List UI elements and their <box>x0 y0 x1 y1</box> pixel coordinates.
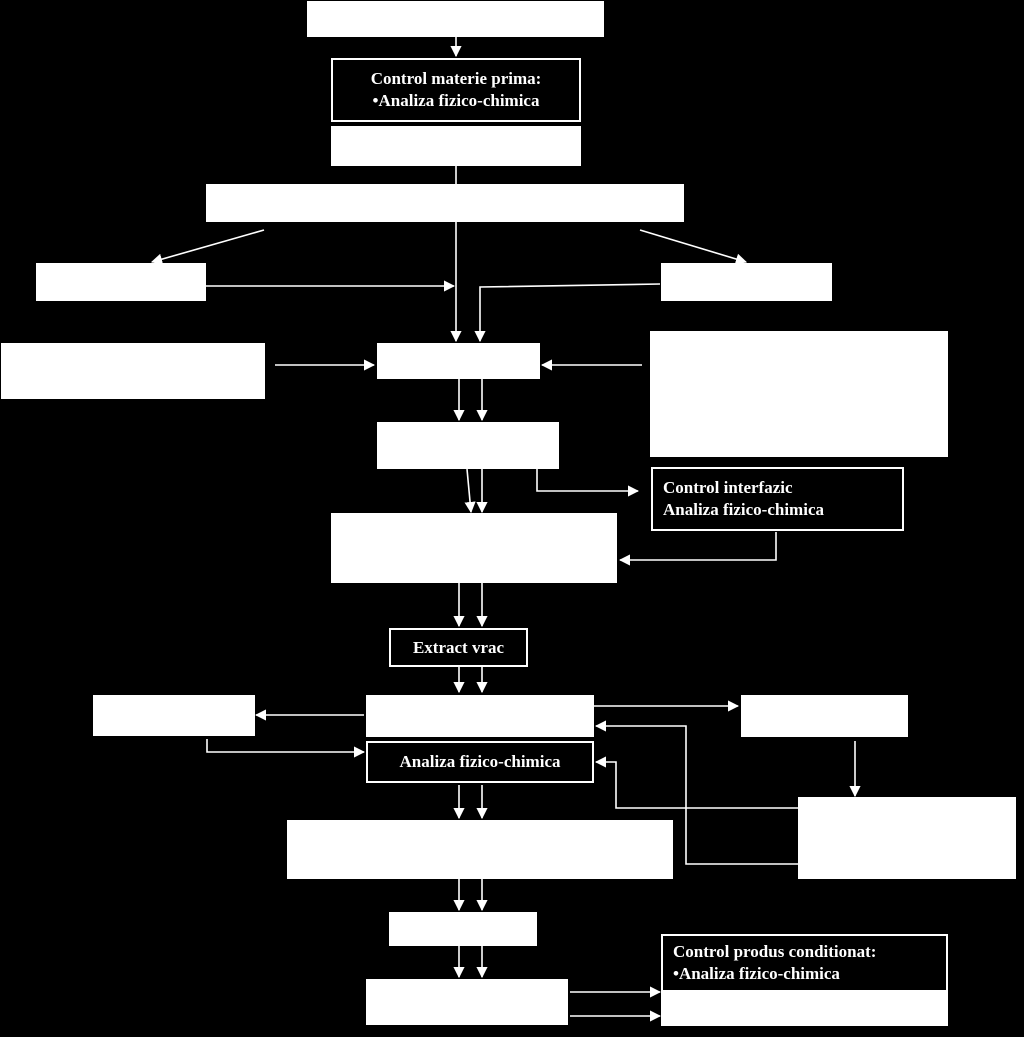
process-box-left-branch <box>36 263 206 301</box>
arrow-to-control-interfazic <box>536 469 640 497</box>
control-interfazic-line1: Control interfazic <box>663 478 793 497</box>
side-box-left <box>93 695 255 736</box>
control-interfazic-line2: Analiza fizico-chimica <box>663 500 824 519</box>
analiza-fizico-chimica-label: Analiza fizico-chimica <box>399 752 561 771</box>
side-box-right <box>741 695 908 737</box>
control-materie-prima-node: Control materie prima: •Analiza fizico-c… <box>331 58 581 122</box>
extract-vrac-node: Extract vrac <box>389 628 528 667</box>
control-interfazic-node: Control interfazic Analiza fizico-chimic… <box>651 467 904 531</box>
extract-vrac-label: Extract vrac <box>412 637 505 657</box>
control-materie-prima-title: Control materie prima: <box>370 69 542 88</box>
process-box-center-2 <box>377 422 559 469</box>
arrow-left-side-to-analiza <box>206 739 366 758</box>
process-box-center-6 <box>389 912 537 946</box>
arrow-step4-left <box>150 229 265 265</box>
process-box-wide <box>206 184 684 222</box>
final-box-bottom-right <box>661 990 948 1026</box>
control-produs-conditionat-title: Control produs conditionat: <box>673 942 877 961</box>
arrow-feedback-to-block <box>594 720 798 865</box>
process-box-center-4 <box>366 695 594 737</box>
arrow-from-control-interfazic <box>618 532 777 566</box>
control-produs-conditionat-node: Control produs conditionat: •Analiza fiz… <box>661 934 948 992</box>
analiza-fizico-chimica-node: Analiza fizico-chimica <box>366 741 594 783</box>
input-box-left <box>1 343 265 399</box>
process-box-top <box>307 1 604 37</box>
control-produs-conditionat-item: •Analiza fizico-chimica <box>673 964 840 983</box>
arrow-right-branch-join <box>474 283 661 343</box>
arrow-down-b1 <box>464 468 476 514</box>
arrow-step4-right <box>639 229 748 265</box>
arrow-feedback-to-analiza <box>594 756 798 809</box>
process-box-center-1 <box>377 343 540 379</box>
process-box-center-5 <box>287 820 673 879</box>
process-box-right-branch <box>661 263 832 301</box>
input-box-right-large <box>650 331 948 457</box>
feedback-box-right <box>798 797 1016 879</box>
process-box-bottom <box>366 979 568 1025</box>
control-materie-prima-item: •Analiza fizico-chimica <box>372 91 540 110</box>
process-box-3 <box>331 126 581 166</box>
process-box-center-3 <box>331 513 617 583</box>
